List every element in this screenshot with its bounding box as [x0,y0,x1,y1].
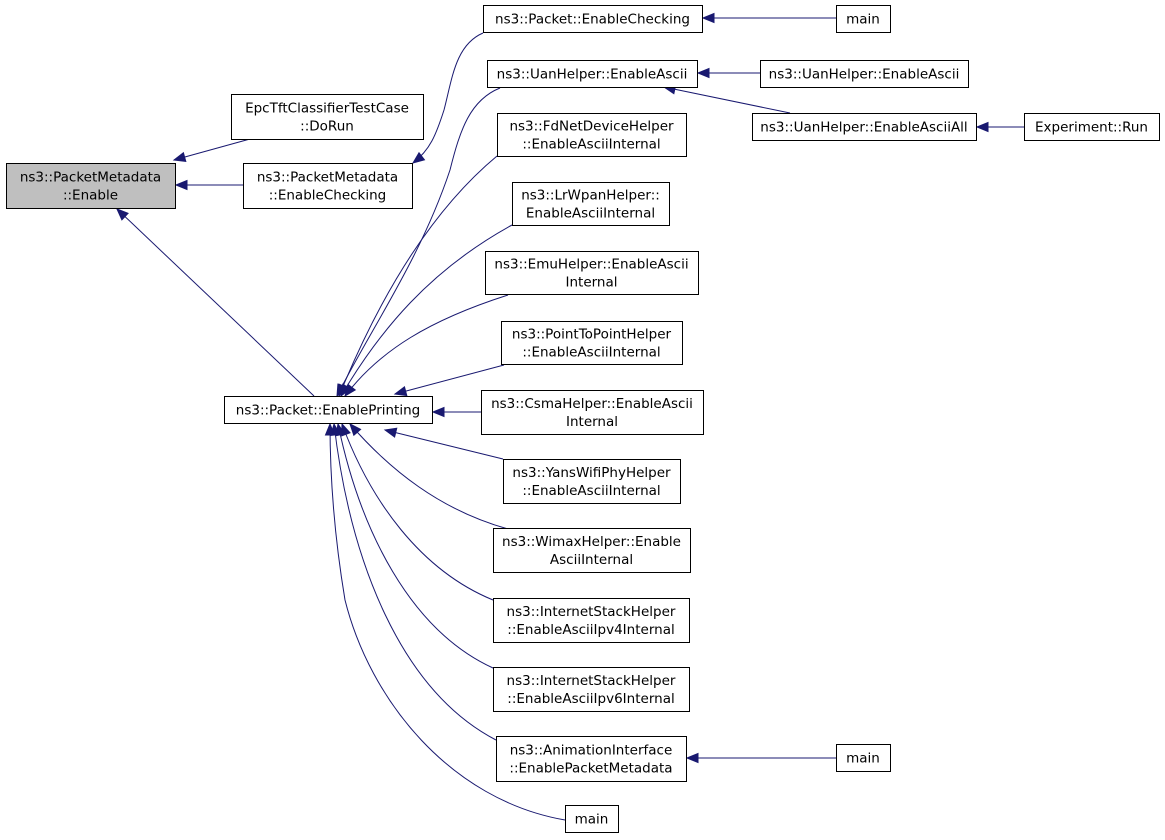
node-label: ns3::CsmaHelper::EnableAscii [491,396,693,412]
node-label: ::Enable [63,188,118,204]
node-label: main [846,751,880,767]
node-label: AsciiInternal [550,552,633,568]
node-csma[interactable]: ns3::CsmaHelper::EnableAsciiInternal [481,390,704,435]
node-epc-dorun[interactable]: EpcTftClassifierTestCase::DoRun [231,94,424,140]
node-label: ns3::InternetStackHelper [507,604,676,620]
node-label: ns3::PointToPointHelper [512,327,672,343]
node-label: ns3::AnimationInterface [510,743,673,759]
node-label: ::EnableChecking [269,188,387,204]
edge-uan_ascii_b-to-uan_ascii_a [696,67,760,79]
node-label: ::EnableAsciiInternal [522,483,660,499]
edge-wimax-to-pkt_enableprinting [349,423,509,530]
edge-main_bottom-to-pkt_enableprinting [324,422,566,821]
node-inet-v4[interactable]: ns3::InternetStackHelper::EnableAsciiIpv… [493,598,690,643]
edge-anim-to-pkt_enableprinting [330,422,497,741]
edge-yans-to-pkt_enableprinting [383,427,504,460]
edge-pm_enablechecking-to-pm_enable [174,179,243,191]
call-edges [116,12,1024,821]
edge-inet_v6-to-pkt_enableprinting [335,422,494,669]
node-pm-enablechecking[interactable]: ns3::PacketMetadata::EnableChecking [243,163,413,209]
node-uan-ascii-all[interactable]: ns3::UanHelper::EnableAsciiAll [752,113,977,141]
node-label: ::DoRun [300,119,354,135]
edge-pkt_enablechecking-to-pm_enablechecking [411,32,484,164]
node-label: ::EnablePacketMetadata [509,761,672,777]
edge-main_top-to-pkt_enablechecking [701,12,836,24]
edge-epc_dorun-to-pm_enable [172,138,251,162]
node-label: ns3::FdNetDeviceHelper [509,119,674,135]
edge-csma-to-pkt_enableprinting [431,406,481,418]
node-main-top[interactable]: main [836,5,891,33]
node-label: ns3::EmuHelper::EnableAscii [494,257,688,273]
node-label: ns3::WimaxHelper::Enable [502,534,681,550]
node-main-anim[interactable]: main [836,744,891,772]
node-label: ::EnableAsciiInternal [522,137,660,153]
edge-lrwpan-to-pkt_enableprinting [340,224,513,398]
node-main-bottom[interactable]: main [565,805,619,833]
node-lrwpan[interactable]: ns3::LrWpanHelper::EnableAsciiInternal [512,182,670,226]
node-wimax[interactable]: ns3::WimaxHelper::EnableAsciiInternal [493,528,691,573]
node-fdnet[interactable]: ns3::FdNetDeviceHelper::EnableAsciiInter… [497,113,687,157]
node-label: ns3::Packet::EnablePrinting [236,403,420,419]
node-label: ns3::UanHelper::EnableAscii [769,67,960,83]
node-yans[interactable]: ns3::YansWifiPhyHelper::EnableAsciiInter… [503,459,681,504]
node-label: ns3::PacketMetadata [20,170,161,186]
node-pm-enable[interactable]: ns3::PacketMetadata::Enable [6,163,176,209]
node-label: ns3::UanHelper::EnableAsciiAll [760,120,967,136]
node-label: ns3::LrWpanHelper:: [521,188,660,204]
edge-p2p-to-pkt_enableprinting [393,364,505,397]
edge-uan_ascii_all-to-uan_ascii_a [662,84,791,114]
node-experiment-run[interactable]: Experiment::Run [1024,113,1160,141]
node-label: ::EnableAsciiIpv4Internal [507,622,674,638]
node-emu[interactable]: ns3::EmuHelper::EnableAsciiInternal [485,251,699,295]
node-uan-ascii-a[interactable]: ns3::UanHelper::EnableAscii [487,60,698,88]
node-pkt-enablechecking[interactable]: ns3::Packet::EnableChecking [483,5,703,33]
edge-experiment_run-to-uan_ascii_all [975,121,1024,133]
node-label: ns3::Packet::EnableChecking [495,12,690,28]
node-label: ns3::UanHelper::EnableAscii [497,67,688,83]
edge-main_anim-to-anim [685,752,836,764]
node-label: Internal [565,275,617,291]
edge-emu-to-pkt_enableprinting [344,294,509,398]
node-label: ::EnableAsciiIpv6Internal [507,691,674,707]
node-label: EnableAsciiInternal [526,206,655,222]
node-inet-v6[interactable]: ns3::InternetStackHelper::EnableAsciiIpv… [493,667,690,712]
node-label: EpcTftClassifierTestCase [245,101,409,117]
node-label: ::EnableAsciiInternal [522,345,660,361]
node-label: ns3::PacketMetadata [257,170,398,186]
node-label: Experiment::Run [1035,120,1148,136]
node-label: ns3::InternetStackHelper [507,673,676,689]
node-label: main [575,812,609,828]
edge-pkt_enableprinting-to-pm_enable [116,208,315,397]
node-pkt-enableprinting[interactable]: ns3::Packet::EnablePrinting [224,396,433,424]
node-p2p[interactable]: ns3::PointToPointHelper::EnableAsciiInte… [501,321,683,365]
node-label: ns3::YansWifiPhyHelper [512,465,671,481]
call-nodes: ns3::PacketMetadata::Enable EpcTftClassif… [6,5,1160,833]
node-anim[interactable]: ns3::AnimationInterface::EnablePacketMet… [496,736,687,782]
node-uan-ascii-b[interactable]: ns3::UanHelper::EnableAscii [760,60,969,88]
node-label: main [846,12,880,28]
edge-inet_v4-to-pkt_enableprinting [341,422,494,601]
node-label: Internal [566,414,618,430]
